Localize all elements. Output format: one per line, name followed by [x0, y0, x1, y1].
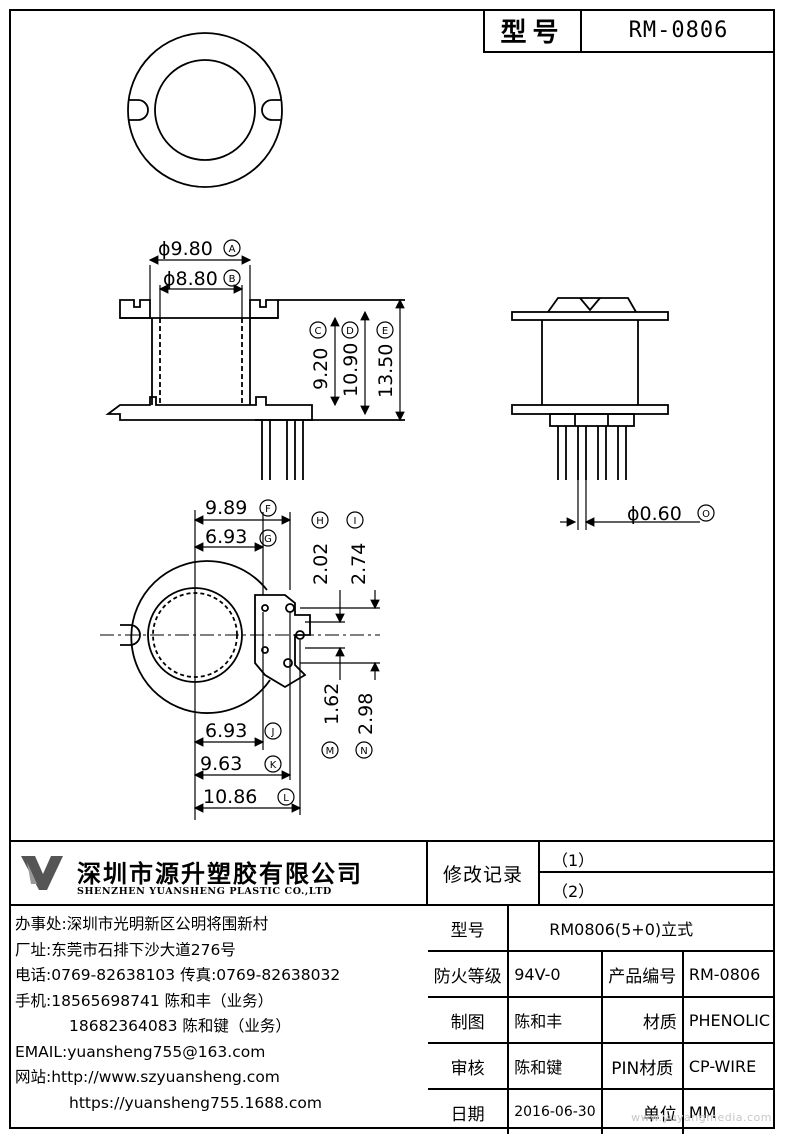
dim-g: 6.93	[205, 526, 247, 548]
material-label: 材质	[600, 996, 684, 1044]
spec-row-check: 审核 陈和键 PIN材质 CP-WIRE	[428, 1042, 775, 1090]
drawing-frame	[9, 9, 775, 1129]
top-view	[127, 32, 283, 188]
material-value: PHENOLIC	[681, 996, 775, 1044]
email: EMAIL:yuansheng755@163.com	[15, 1042, 266, 1061]
title-label: 型号	[485, 9, 582, 51]
company-logo	[21, 856, 63, 890]
contact-info: 办事处:深圳市光明新区公明将围新村 厂址:东莞市石排下沙大道276号 电话:07…	[15, 912, 425, 1116]
model-value: RM0806(5+0)立式	[507, 906, 775, 952]
circle-letter-h: H	[316, 516, 324, 527]
circle-letter-i: I	[354, 516, 357, 527]
circle-letter-j: J	[271, 727, 275, 738]
office-address: 办事处:深圳市光明新区公明将围新村	[15, 915, 269, 933]
revision-record: 修改记录 （1） （2）	[428, 842, 775, 906]
circle-letter-k: K	[270, 760, 277, 771]
dim-m: 1.62	[321, 683, 343, 725]
revision-1: （1）	[540, 842, 775, 873]
title-sheet: 深圳市源升塑胶有限公司 SHENZHEN YUANSHENG PLASTIC C…	[9, 840, 775, 1134]
circle-letter-e: E	[382, 326, 388, 337]
revision-2: （2）	[552, 882, 595, 901]
circle-letter-c: C	[315, 326, 322, 337]
date-label: 日期	[428, 1088, 510, 1134]
company-name-en: SHENZHEN YUANSHENG PLASTIC CO.,LTD	[77, 886, 332, 897]
fire-label: 防火等级	[428, 950, 510, 998]
circle-letter-l: L	[283, 793, 289, 804]
circle-letter-b: B	[229, 274, 236, 285]
side-view	[511, 297, 669, 480]
dim-e: 13.50	[375, 344, 397, 398]
dim-b: ϕ8.80	[163, 268, 218, 290]
check-label: 审核	[428, 1042, 510, 1090]
fire-value: 94V-0	[507, 950, 603, 998]
circle-letter-o: O	[702, 509, 710, 520]
pin-value: CP-WIRE	[681, 1042, 775, 1090]
spec-row-drawn: 制图 陈和丰 材质 PHENOLIC	[428, 996, 775, 1044]
circle-letter-a: A	[229, 244, 236, 255]
front-view	[105, 299, 405, 480]
drawn-value: 陈和丰	[507, 996, 603, 1044]
circle-letter-d: D	[346, 326, 354, 337]
dim-i: 2.74	[348, 543, 370, 585]
factory-address: 厂址:东莞市石排下沙大道276号	[15, 940, 236, 959]
spec-row-fire: 防火等级 94V-0 产品编号 RM-0806	[428, 950, 775, 998]
dim-l: 10.86	[203, 786, 257, 808]
dim-o: ϕ0.60	[627, 503, 682, 525]
code-value: RM-0806	[681, 950, 775, 998]
title-block: 型号 RM-0806	[483, 9, 775, 53]
company-header: 深圳市源升塑胶有限公司 SHENZHEN YUANSHENG PLASTIC C…	[9, 842, 428, 906]
unit-value: MM	[681, 1088, 775, 1134]
spec-table: 型号 RM0806(5+0)立式 防火等级 94V-0 产品编号 RM-0806…	[428, 906, 775, 1134]
spec-row-date: 日期 2016-06-30 单位 MM	[428, 1088, 775, 1134]
dim-d: 10.90	[340, 343, 362, 397]
dim-j: 6.93	[205, 720, 247, 742]
circle-letter-m: M	[326, 746, 335, 757]
website-1: 网站:http://www.szyuansheng.com	[15, 1068, 280, 1086]
circle-letter-g: G	[264, 534, 272, 545]
dim-c: 9.20	[310, 348, 332, 390]
revision-label: 修改记录	[428, 842, 540, 904]
circle-letter-f: F	[265, 504, 271, 515]
website-2: https://yuansheng755.1688.com	[69, 1093, 322, 1112]
watermark: www.yuyangmedia.com	[631, 1111, 772, 1124]
pin-label: PIN材质	[600, 1042, 684, 1090]
technical-drawing: ϕ9.80 ϕ8.80 9.20 10.90 13.50 ϕ0.60 9.89 …	[100, 32, 715, 820]
circle-letter-n: N	[360, 746, 367, 757]
mobile-2: 18682364083 陈和键（业务）	[69, 1017, 291, 1035]
model-label: 型号	[428, 906, 510, 952]
title-value: RM-0806	[628, 17, 729, 43]
date-value: 2016-06-30	[507, 1088, 603, 1134]
mobile-1: 手机:18565698741 陈和丰（业务）	[15, 991, 274, 1010]
dim-k: 9.63	[200, 753, 242, 775]
phone-fax: 电话:0769-82638103 传真:0769-82638032	[15, 966, 341, 984]
unit-label: 单位	[600, 1088, 684, 1134]
check-value: 陈和键	[507, 1042, 603, 1090]
company-name: 深圳市源升塑胶有限公司	[77, 860, 363, 888]
dim-f: 9.89	[205, 497, 247, 519]
dim-h: 2.02	[310, 543, 332, 585]
dim-a: ϕ9.80	[158, 238, 213, 260]
spec-row-model: 型号 RM0806(5+0)立式	[428, 906, 775, 952]
dim-n: 2.98	[355, 693, 377, 735]
code-label: 产品编号	[600, 950, 684, 998]
drawn-label: 制图	[428, 996, 510, 1044]
